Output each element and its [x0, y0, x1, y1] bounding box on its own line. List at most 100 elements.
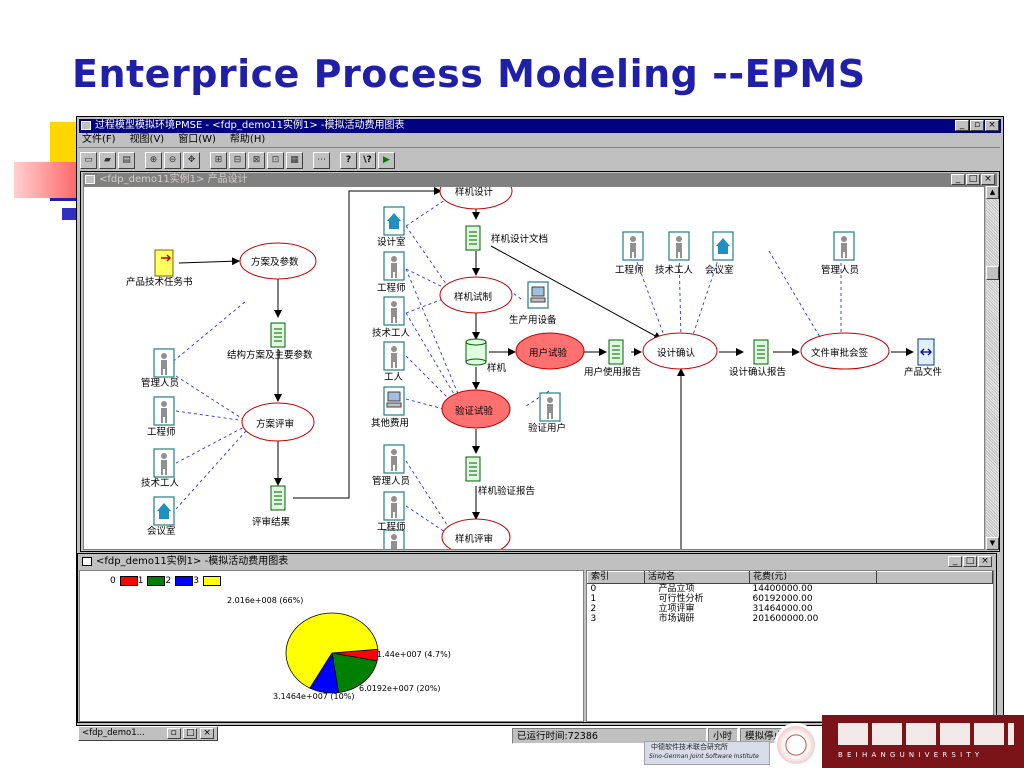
restore-button[interactable]: ▫	[970, 120, 984, 131]
res-design-room[interactable]: 设计室	[377, 237, 406, 248]
menu-file[interactable]: 文件(F)	[82, 134, 116, 145]
open-folder-icon[interactable]: ▰	[99, 151, 116, 169]
res-worker-left[interactable]: 技术工人	[141, 478, 180, 489]
run-icon[interactable]: ▶	[378, 151, 395, 169]
minimized-window[interactable]: <fdp_demo1... ▫ □ ×	[78, 726, 218, 741]
cost-minimize-button[interactable]: _	[948, 556, 962, 567]
res-meeting-left[interactable]: 会议室	[147, 526, 176, 537]
table-row[interactable]: 0 产品立项 14400000.00	[588, 584, 993, 595]
whats-this-icon[interactable]: \?	[359, 151, 376, 169]
res-engineer-mid[interactable]: 工程师	[377, 283, 406, 294]
toolbar: ▭ ▰ ▤ ⊕ ⊖ ✥ ⊞ ⊟ ⊠ ⊡ ▦ ⋯ ? \? ▶	[80, 150, 395, 170]
res-proto[interactable]: 样机	[487, 363, 507, 374]
activity-proto-build[interactable]: 样机试制	[454, 292, 493, 303]
activity-user-test[interactable]: 用户试验	[529, 348, 568, 359]
res-meeting-right[interactable]: 会议室	[705, 265, 734, 276]
tool-d-icon[interactable]: ⊡	[267, 151, 284, 169]
institute-name-cn: 中德软件技术联合研究所	[651, 743, 728, 751]
col-index-header[interactable]: 索引	[587, 571, 645, 584]
res-worker-mid[interactable]: 技术工人	[372, 328, 411, 339]
university-banner: B E I H A N G U N I V E R S I T Y	[822, 715, 1024, 768]
menu-view[interactable]: 视图(V)	[129, 134, 165, 145]
pie-label-1: 6.0192e+007 (20%)	[359, 684, 441, 693]
university-seal-icon	[774, 723, 818, 767]
cost-table-pane: 索引 活动名 花费(元) 0 产品立项 14400000.00 1 可行性分析 …	[586, 570, 994, 722]
res-prod-equip[interactable]: 生产用设备	[509, 315, 557, 326]
cell-cost: 14400000.00	[752, 584, 813, 594]
design-titlebar[interactable]: <fdp_demo11实例1> 产品设计 _ □ ×	[83, 173, 997, 187]
design-minimize-button[interactable]: _	[951, 174, 965, 185]
menubar-divider	[78, 147, 1000, 148]
cell-index: 0	[590, 584, 597, 594]
institute-name-en: Sino-German Joint Software Institute	[649, 753, 759, 760]
activity-doc-approve[interactable]: 文件审批会签	[811, 348, 869, 359]
menu-help[interactable]: 帮助(H)	[229, 134, 266, 145]
scroll-up-arrow-icon[interactable]: ▲	[986, 186, 999, 199]
close-button[interactable]: ×	[985, 120, 999, 131]
doc-user-report[interactable]: 用户使用报告	[584, 367, 642, 378]
activity-proto-design[interactable]: 样机设计	[455, 187, 494, 198]
doc-review-result[interactable]: 评审结果	[252, 517, 291, 528]
layout-icon[interactable]: ⋯	[313, 151, 330, 169]
activity-verify-test[interactable]: 验证试验	[455, 406, 494, 417]
activity-design-confirm[interactable]: 设计确认	[657, 348, 696, 359]
scroll-thumb[interactable]	[986, 266, 999, 280]
activity-proto-review[interactable]: 样机评审	[455, 534, 494, 545]
doc-confirm-report[interactable]: 设计确认报告	[729, 367, 787, 378]
res-engineer-right[interactable]: 工程师	[615, 265, 644, 276]
doc-task-book[interactable]: 产品技术任务书	[126, 277, 193, 288]
res-engineer-left[interactable]: 工程师	[147, 427, 176, 438]
fit-icon[interactable]: ✥	[183, 151, 200, 169]
mini-close-button[interactable]: ×	[200, 728, 215, 739]
doc-design-doc[interactable]: 样机设计文档	[491, 234, 549, 245]
design-vertical-scrollbar[interactable]: ▲ ▼	[985, 186, 999, 550]
design-maximize-button[interactable]: □	[966, 174, 980, 185]
tool-a-icon[interactable]: ⊞	[210, 151, 227, 169]
res-manager-left[interactable]: 管理人员	[141, 378, 180, 389]
res-other-cost[interactable]: 其他费用	[371, 418, 410, 429]
deco-red-bar	[14, 162, 82, 198]
university-name-en: B E I H A N G U N I V E R S I T Y	[838, 751, 981, 759]
table-row[interactable]: 3 市场调研 201600000.00	[588, 614, 993, 624]
cost-maximize-button[interactable]: □	[963, 556, 977, 567]
tool-c-icon[interactable]: ⊠	[248, 151, 265, 169]
scroll-down-arrow-icon[interactable]: ▼	[986, 537, 999, 550]
cost-titlebar[interactable]: <fdp_demo11实例1> -模拟活动费用图表 _ □ ×	[80, 555, 994, 569]
cell-cost: 31464000.00	[752, 604, 813, 614]
zoom-in-icon[interactable]: ⊕	[145, 151, 162, 169]
minimize-button[interactable]: _	[955, 120, 969, 131]
cost-close-button[interactable]: ×	[978, 556, 992, 567]
cell-activity: 产品立项	[658, 584, 695, 594]
table-row[interactable]: 2 立项评审 31464000.00	[588, 604, 993, 614]
design-close-button[interactable]: ×	[981, 174, 995, 185]
doc-product-doc[interactable]: 产品文件	[904, 367, 943, 378]
res-verify-user[interactable]: 验证用户	[528, 423, 567, 434]
menu-window[interactable]: 窗口(W)	[178, 134, 216, 145]
res-engineer-mid-2[interactable]: 工程师	[377, 522, 406, 533]
res-manager-right[interactable]: 管理人员	[821, 265, 860, 276]
mini-restore-button[interactable]: ▫	[166, 728, 181, 739]
mini-maximize-button[interactable]: □	[183, 728, 198, 739]
res-worker-right[interactable]: 技术工人	[655, 265, 694, 276]
tool-e-icon[interactable]: ▦	[286, 151, 303, 169]
activity-plan-review[interactable]: 方案评审	[256, 419, 295, 430]
res-manager-mid[interactable]: 管理人员	[372, 476, 411, 487]
cell-cost: 201600000.00	[752, 614, 819, 624]
diagram-canvas[interactable]: 方案及参数 方案评审 样机设计 样机试制 用户试验 验证试验 样机评审 设计确认…	[83, 186, 985, 550]
col-cost-header[interactable]: 花费(元)	[749, 571, 877, 584]
res-labor-mid[interactable]: 工人	[384, 372, 404, 383]
activity-plan-params[interactable]: 方案及参数	[251, 257, 299, 268]
main-titlebar[interactable]: 过程模型模拟环境PMSE - <fdp_demo11实例1> -模拟活动费用图表…	[79, 119, 1001, 133]
col-activity-header[interactable]: 活动名	[644, 571, 750, 584]
tool-b-icon[interactable]: ⊟	[229, 151, 246, 169]
doc-struct-params[interactable]: 结构方案及主要参数	[227, 350, 313, 361]
print-icon[interactable]: ▤	[118, 151, 135, 169]
app-icon	[81, 121, 91, 130]
help-icon[interactable]: ?	[340, 151, 357, 169]
new-file-icon[interactable]: ▭	[80, 151, 97, 169]
cell-activity: 立项评审	[658, 604, 695, 614]
doc-verify-report[interactable]: 样机验证报告	[478, 486, 536, 497]
table-row[interactable]: 1 可行性分析 60192000.00	[588, 594, 993, 604]
zoom-out-icon[interactable]: ⊖	[164, 151, 181, 169]
legend-label-2: 2	[165, 576, 172, 586]
